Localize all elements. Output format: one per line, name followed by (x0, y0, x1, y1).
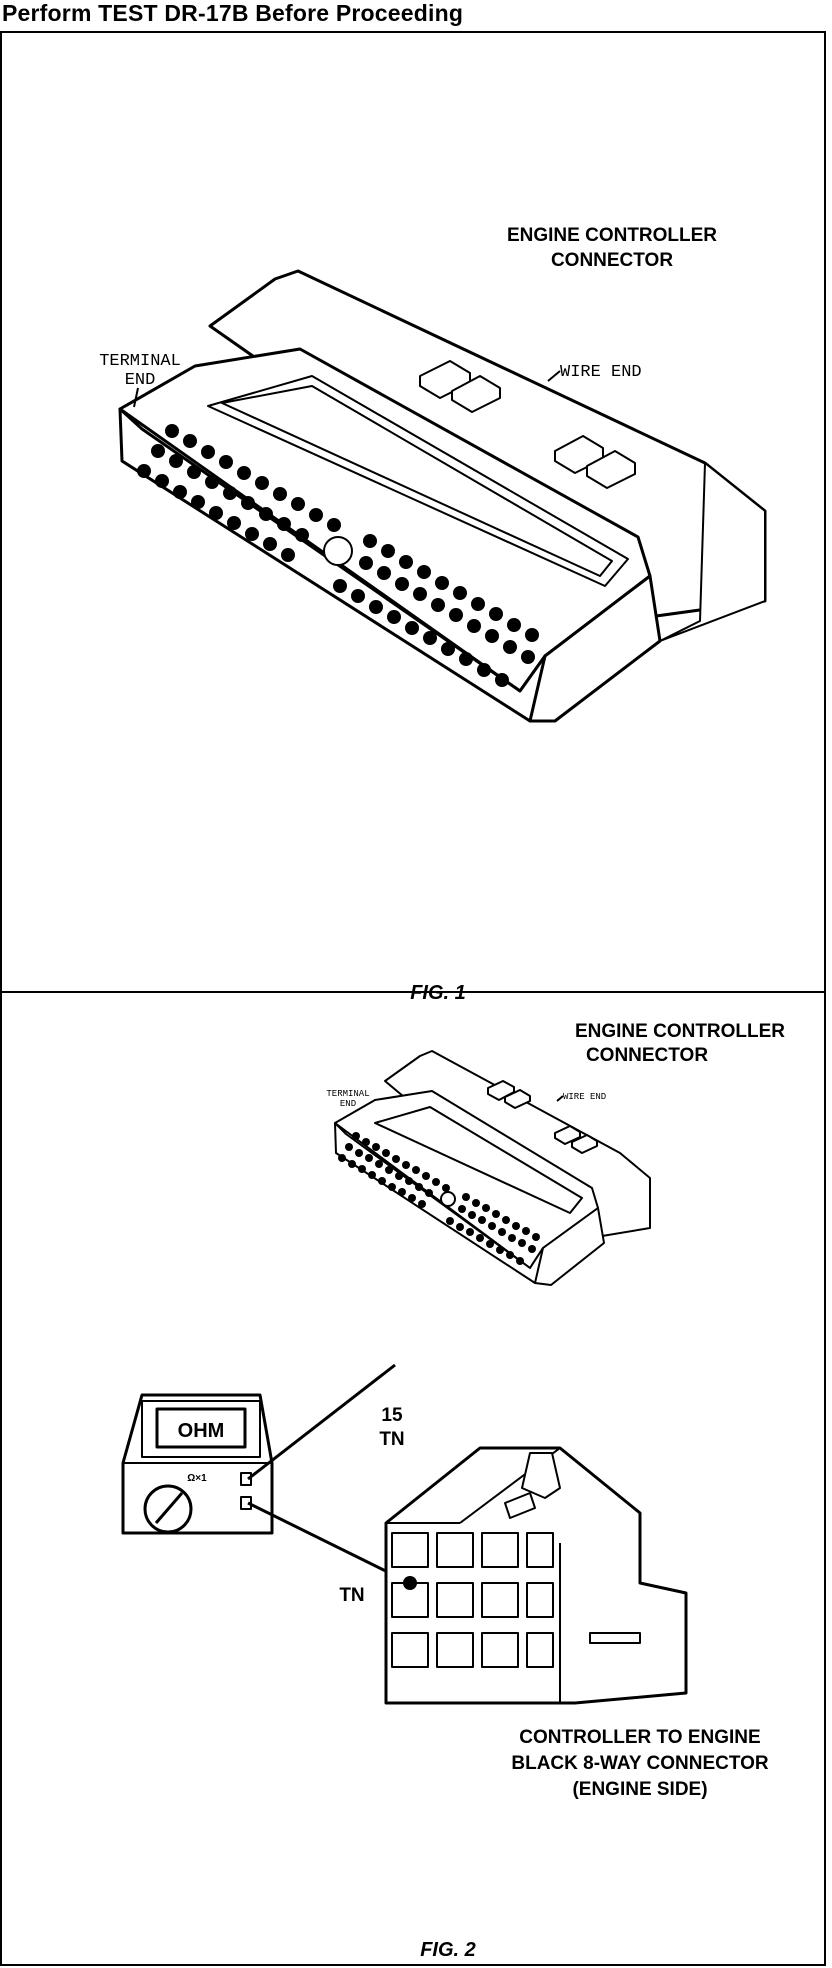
latch-1 (419, 360, 501, 413)
fig1-title-line2: CONNECTOR (551, 250, 673, 271)
fig2-title-line2: CONNECTOR (586, 1045, 708, 1066)
page-title: Perform TEST DR-17B Before Proceeding (2, 0, 464, 26)
ohmmeter: OHM Ω×1 (121, 1393, 274, 1535)
fig1-terminal-end-line1: TERMINAL (99, 352, 181, 371)
fig2-terminal-end-line1: TERMINAL (326, 1089, 369, 1099)
cavity-wire-color: TN (339, 1585, 364, 1606)
fig2-wire-end-leader (556, 1095, 564, 1102)
ohmmeter-display-text: OHM (178, 1420, 225, 1442)
eight-way-label-line2: BLACK 8-WAY CONNECTOR (511, 1753, 769, 1774)
figure-frame (0, 31, 826, 1966)
latch-2 (554, 435, 636, 489)
fig2-caption: FIG. 2 (420, 1939, 476, 1961)
pin-15-label: 15 (381, 1405, 403, 1426)
black-8-way-connector (384, 1446, 688, 1705)
engine-controller-connector-fig1 (118, 269, 767, 723)
pin-15-wire-color: TN (379, 1429, 404, 1450)
fig1-terminal-end-leader (133, 387, 139, 408)
ohmmeter-display (155, 1407, 247, 1449)
fig1-wire-end: WIRE END (560, 363, 642, 382)
test-lead-to-pin-15 (247, 1363, 396, 1481)
fig1-caption: FIG. 1 (410, 982, 466, 1004)
engine-controller-connector-fig2 (334, 1050, 651, 1286)
figure-2: ENGINE CONTROLLER CONNECTOR TERMINAL END… (121, 1021, 785, 1961)
eight-way-label-line3: (ENGINE SIDE) (572, 1779, 707, 1800)
fig2-wire-end: WIRE END (563, 1092, 606, 1102)
fig1-title-line1: ENGINE CONTROLLER (507, 225, 717, 246)
figure-1: ENGINE CONTROLLER CONNECTOR TERMINAL END… (99, 225, 767, 1004)
fig2-terminal-end-line2: END (340, 1099, 356, 1109)
fig1-terminal-end-line2: END (125, 371, 156, 390)
tn-cavity-probe (403, 1576, 417, 1590)
ohmmeter-range-label: Ω×1 (187, 1473, 207, 1484)
terminal-pins (137, 424, 539, 687)
figure-divider (0, 991, 826, 993)
fig1-wire-end-leader (547, 370, 561, 382)
test-lead-to-cavity (247, 1501, 411, 1585)
fig2-title-line1: ENGINE CONTROLLER (575, 1021, 785, 1042)
eight-way-label-line1: CONTROLLER TO ENGINE (519, 1727, 760, 1748)
ohmmeter-jack-1 (240, 1472, 252, 1486)
